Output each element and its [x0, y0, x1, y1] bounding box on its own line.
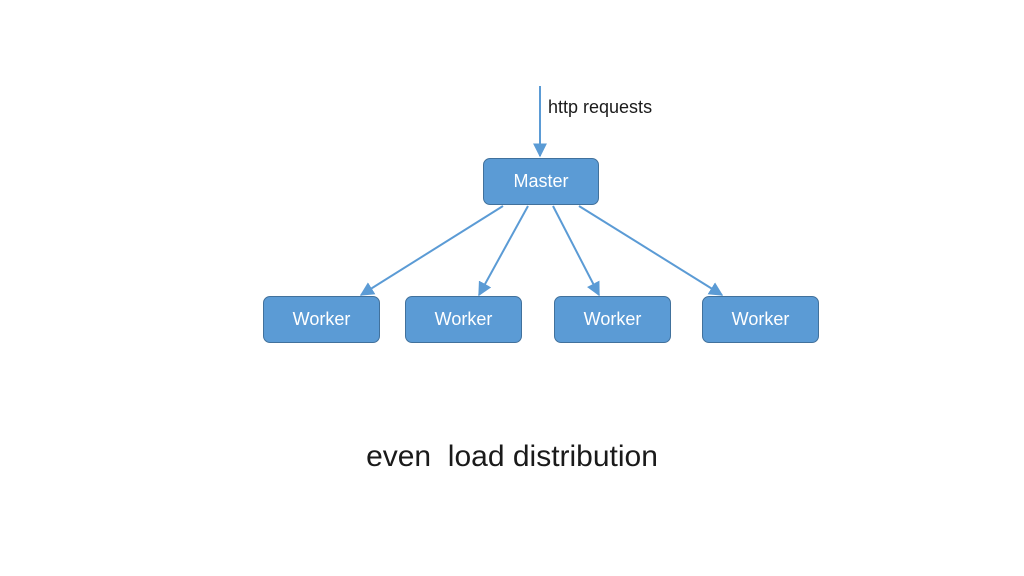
arrow-to-worker-3	[552, 205, 600, 297]
worker-node: Worker	[554, 296, 671, 343]
worker-label: Worker	[434, 309, 493, 329]
worker-node: Worker	[702, 296, 819, 343]
worker-node: Worker	[405, 296, 522, 343]
arrow-to-worker-2	[478, 205, 529, 297]
http-requests-label: http requests	[548, 97, 653, 117]
worker-label: Worker	[731, 309, 790, 329]
arrow-to-worker-4	[578, 205, 724, 296]
master-label: Master	[513, 171, 569, 191]
arrow-to-worker-1	[359, 205, 504, 296]
master-node: Master	[483, 158, 599, 205]
diagram-caption: even load distribution	[366, 440, 658, 473]
worker-label: Worker	[292, 309, 351, 329]
worker-node: Worker	[263, 296, 380, 343]
worker-label: Worker	[583, 309, 642, 329]
